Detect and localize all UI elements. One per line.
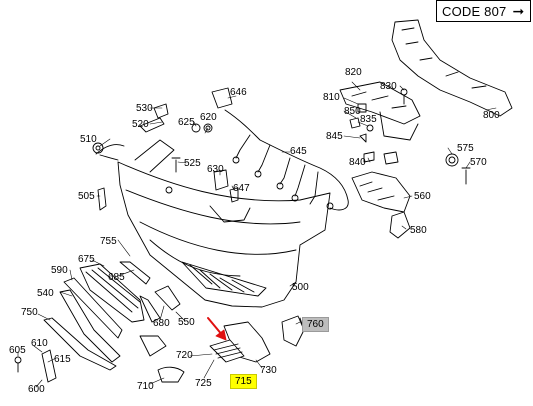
side-bracket — [351, 171, 411, 239]
part-label-840[interactable]: 840 — [349, 157, 366, 168]
part-label-580[interactable]: 580 — [410, 225, 427, 236]
part-label-730[interactable]: 730 — [260, 365, 277, 376]
part-label-685[interactable]: 685 — [108, 272, 125, 283]
red-pointer-arrow — [207, 317, 227, 341]
part-label-820[interactable]: 820 — [345, 67, 362, 78]
part-label-647[interactable]: 647 — [233, 183, 250, 194]
part-label-810[interactable]: 810 — [323, 92, 340, 103]
part-label-540[interactable]: 540 — [37, 288, 54, 299]
part-label-675[interactable]: 675 — [78, 254, 95, 265]
part-label-646[interactable]: 646 — [230, 87, 247, 98]
part-label-845[interactable]: 845 — [326, 131, 343, 142]
part-label-530[interactable]: 530 — [136, 103, 153, 114]
part-label-850[interactable]: 850 — [344, 106, 361, 117]
part-label-560[interactable]: 560 — [414, 191, 431, 202]
part-label-500[interactable]: 500 — [292, 282, 309, 293]
part-label-575[interactable]: 575 — [457, 143, 474, 154]
lower-grille-parts — [14, 261, 305, 383]
part-label-505[interactable]: 505 — [78, 191, 95, 202]
part-label-800[interactable]: 800 — [483, 110, 500, 121]
part-label-680[interactable]: 680 — [153, 318, 170, 329]
part-label-830[interactable]: 830 — [380, 81, 397, 92]
wiring-harness — [211, 87, 349, 211]
part-label-510[interactable]: 510 — [80, 134, 97, 145]
part-label-715[interactable]: 715 — [230, 374, 257, 389]
part-label-710[interactable]: 710 — [137, 381, 154, 392]
bumper-reinforcement — [339, 19, 513, 141]
arrow-right-icon: ➞ — [512, 3, 525, 19]
part-label-525[interactable]: 525 — [184, 158, 201, 169]
part-label-720[interactable]: 720 — [176, 350, 193, 361]
part-label-625[interactable]: 625 — [178, 117, 195, 128]
part-label-645[interactable]: 645 — [290, 146, 307, 157]
part-label-610[interactable]: 610 — [31, 338, 48, 349]
part-label-605[interactable]: 605 — [9, 345, 26, 356]
part-label-750[interactable]: 750 — [21, 307, 38, 318]
part-label-600[interactable]: 600 — [28, 384, 45, 395]
part-label-835[interactable]: 835 — [360, 114, 377, 125]
part-label-615[interactable]: 615 — [54, 354, 71, 365]
part-label-570[interactable]: 570 — [470, 157, 487, 168]
part-label-550[interactable]: 550 — [178, 317, 195, 328]
bumper-cover — [95, 139, 331, 308]
part-label-725[interactable]: 725 — [195, 378, 212, 389]
part-label-755[interactable]: 755 — [100, 236, 117, 247]
part-label-520[interactable]: 520 — [132, 119, 149, 130]
code-807-box: CODE 807 ➞ — [436, 0, 531, 22]
part-label-760[interactable]: 760 — [302, 317, 329, 332]
part-label-590[interactable]: 590 — [51, 265, 68, 276]
part-label-630[interactable]: 630 — [207, 164, 224, 175]
part-label-620[interactable]: 620 — [200, 112, 217, 123]
leader-lines — [17, 81, 497, 388]
code-label: CODE 807 — [442, 3, 507, 19]
